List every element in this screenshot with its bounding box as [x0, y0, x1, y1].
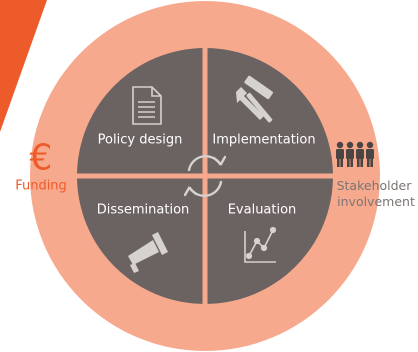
- cycle-arrows-icon: [183, 154, 227, 198]
- document-icon: [132, 86, 162, 125]
- euro-icon: €: [29, 137, 53, 179]
- stakeholder-label: Stakeholder: [336, 177, 412, 193]
- tools-icon: [236, 75, 273, 123]
- quadrant-label-dissemination: Dissemination: [96, 202, 190, 218]
- horizontal-divider: [75, 173, 335, 179]
- quadrant-label-policy-design: Policy design: [97, 132, 183, 148]
- quadrant-label-evaluation: Evaluation: [227, 202, 297, 218]
- quadrant-label-implementation: Implementation: [212, 132, 316, 148]
- funding-label: Funding: [15, 178, 67, 194]
- megaphone-icon: [128, 232, 168, 273]
- corner-accent-shape: [0, 0, 47, 132]
- involvement-label: involvement: [337, 193, 415, 209]
- people-icon: [336, 141, 374, 167]
- chart-icon: [244, 226, 277, 263]
